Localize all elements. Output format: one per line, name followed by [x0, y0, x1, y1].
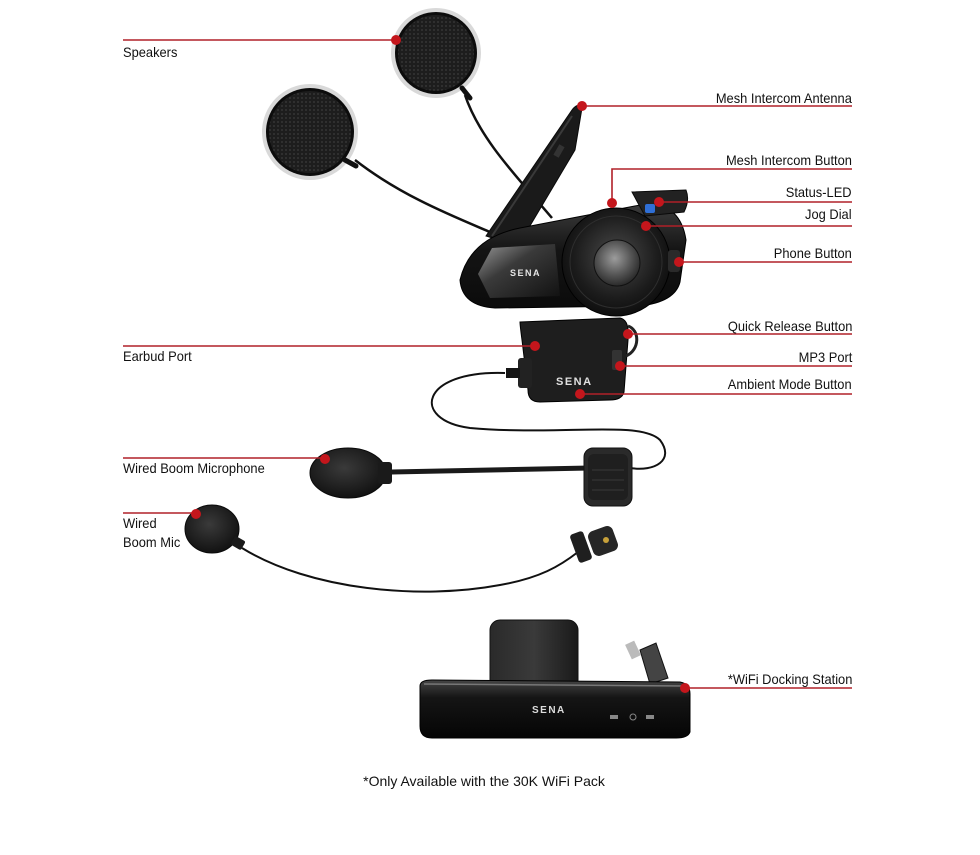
wired-corded-mic: [184, 504, 618, 593]
label-jog-dial: Jog Dial: [805, 206, 852, 222]
label-ambient-mode: Ambient Mode Button: [728, 376, 852, 392]
base-logo: SENA: [556, 376, 593, 388]
dot-quick-release: [623, 329, 633, 339]
label-mesh-button: Mesh Intercom Button: [726, 152, 852, 168]
dot-speakers: [391, 35, 401, 45]
headset-logo: SENA: [510, 268, 541, 278]
footnote: *Only Available with the 30K WiFi Pack: [363, 773, 605, 789]
label-mesh-antenna: Mesh Intercom Antenna: [715, 90, 852, 106]
dot-phone-button: [674, 257, 684, 267]
label-status-led: Status-LED: [786, 184, 852, 200]
wired-boom-microphone: [309, 447, 633, 507]
dock-logo: SENA: [532, 705, 566, 716]
leader-lines: [123, 39, 852, 689]
label-mp3-port: MP3 Port: [798, 349, 852, 365]
dot-ambient-mode: [575, 389, 585, 399]
label-wired-boom-mic-line2: Boom Mic: [123, 534, 181, 550]
label-wired-boom-microphone: Wired Boom Microphone: [123, 460, 265, 476]
dot-wired-boom: [320, 454, 330, 464]
boom-mic-cable: [430, 371, 667, 470]
dot-jog-dial: [641, 221, 651, 231]
dot-wired-boom-mic: [191, 509, 201, 519]
label-quick-release: Quick Release Button: [727, 318, 852, 334]
dot-mp3-port: [615, 361, 625, 371]
dot-mesh-button: [607, 198, 617, 208]
dot-status-led: [654, 197, 664, 207]
dot-docking: [680, 683, 690, 693]
dot-earbud-port: [530, 341, 540, 351]
speaker-left: [262, 84, 359, 180]
label-phone-button: Phone Button: [773, 245, 852, 261]
wifi-docking-station: SENA: [419, 619, 691, 739]
dot-mesh-antenna: [577, 101, 587, 111]
speaker-cable-2: [354, 159, 491, 234]
label-speakers: Speakers: [123, 44, 178, 60]
label-docking-station: *WiFi Docking Station: [727, 671, 852, 687]
label-earbud-port: Earbud Port: [123, 348, 192, 364]
label-wired-boom-mic-line1: Wired: [123, 515, 157, 531]
callout-dots: [191, 35, 690, 693]
headset-base: SENA: [506, 317, 639, 403]
headset-body: SENA: [459, 189, 689, 317]
speaker-top: [391, 8, 481, 101]
